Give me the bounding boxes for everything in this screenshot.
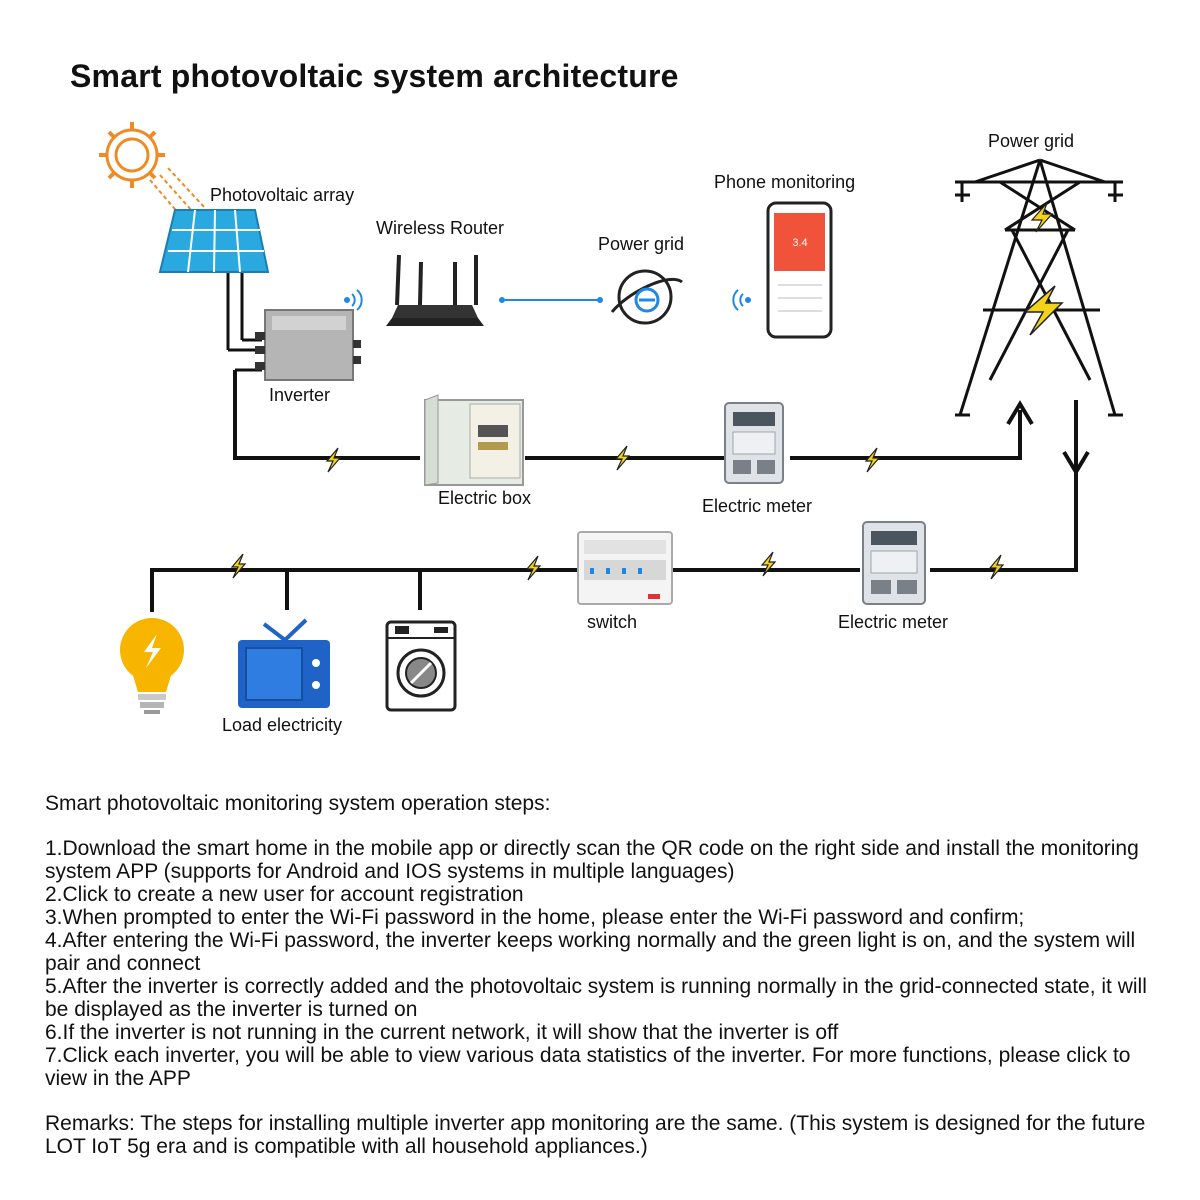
step-item: 1.Download the smart home in the mobile …: [45, 837, 1139, 883]
sun-icon: [99, 122, 206, 216]
architecture-diagram: 3.4: [99, 122, 1123, 735]
switch-label: switch: [587, 612, 637, 632]
electric-meter-icon: [724, 402, 784, 484]
step-item: 3.When prompted to enter the Wi-Fi passw…: [45, 906, 1025, 929]
operation-steps: Smart photovoltaic monitoring system ope…: [45, 792, 1175, 1158]
tower-label: Power grid: [988, 131, 1074, 151]
electric-box-label: Electric box: [438, 488, 531, 508]
phone-label: Phone monitoring: [714, 172, 855, 192]
bolt-icon: [1022, 285, 1064, 336]
step-item: 2.Click to create a new user for account…: [45, 883, 524, 906]
wifi-signal-icon: [732, 289, 751, 311]
remarks: Remarks: The steps for installing multip…: [45, 1112, 1146, 1158]
arrow-down-icon: [1062, 450, 1090, 476]
bolt-icon: [761, 551, 776, 577]
light-bulb-icon: [120, 618, 184, 714]
bolt-icon: [1030, 202, 1054, 233]
cloud-label: Power grid: [598, 234, 684, 254]
wifi-signal-icon: [344, 289, 363, 311]
bolt-icon: [989, 554, 1004, 580]
step-item: 4.After entering the Wi-Fi password, the…: [45, 929, 1136, 975]
phone-screen-value: 3.4: [792, 237, 807, 249]
meter2-label: Electric meter: [838, 612, 948, 632]
bolt-icon: [231, 553, 246, 579]
electric-meter-icon: [862, 521, 926, 605]
electric-box-icon: [424, 394, 524, 486]
arrow-up-icon: [1006, 400, 1034, 426]
phone-icon: 3.4: [766, 201, 833, 339]
router-icon: [386, 254, 484, 326]
inverter-label: Inverter: [269, 385, 330, 405]
cloud-platform-icon: [610, 269, 683, 325]
step-item: 5.After the inverter is correctly added …: [45, 975, 1147, 1021]
bolt-icon: [526, 555, 541, 581]
solar-panel-icon: [158, 209, 270, 273]
meter1-label: Electric meter: [702, 496, 812, 516]
network-link: [499, 297, 603, 303]
inverter-icon: [255, 309, 361, 381]
washing-machine-icon: [385, 620, 457, 712]
pv-array-label: Photovoltaic array: [210, 185, 354, 205]
page-title: Smart photovoltaic system architecture: [70, 58, 679, 94]
bolt-icon: [865, 447, 880, 473]
switch-panel-icon: [577, 531, 673, 605]
bolt-icon: [326, 447, 341, 473]
router-label: Wireless Router: [376, 218, 504, 238]
bolt-icon: [615, 445, 630, 471]
tv-icon: [238, 618, 330, 708]
power-tower-icon: [955, 158, 1123, 417]
steps-heading: Smart photovoltaic monitoring system ope…: [45, 792, 551, 815]
step-item: 7.Click each inverter, you will be able …: [45, 1044, 1131, 1090]
step-item: 6.If the inverter is not running in the …: [45, 1021, 839, 1044]
load-label: Load electricity: [222, 715, 342, 735]
